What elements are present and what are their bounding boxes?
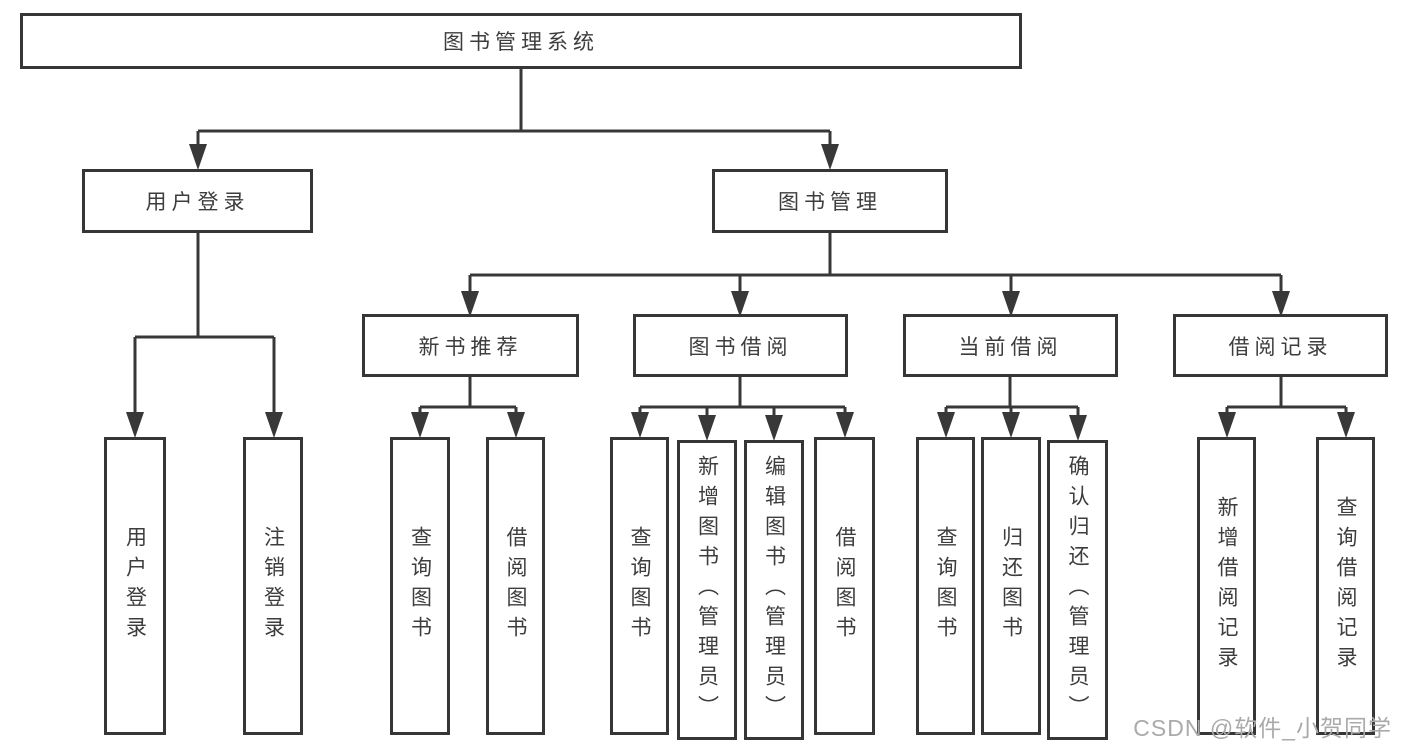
- node-label: 借阅记录: [1228, 335, 1333, 359]
- node-label: 图书管理系统: [443, 31, 599, 54]
- csdn-watermark: CSDN @软件_小贺同学: [1133, 715, 1392, 741]
- leaf-query-borrow-record: 查询借阅记录: [1316, 437, 1375, 735]
- leaf-borrow-books-recommend: 借阅图书: [486, 437, 545, 735]
- node-label: 图书借阅: [688, 335, 793, 359]
- leaf-add-book-admin: 新增图书（管理员）: [677, 440, 737, 740]
- node-label: 新增借阅记录: [1215, 495, 1238, 677]
- node-label: 当前借阅: [958, 335, 1063, 359]
- leaf-user-login: 用户登录: [104, 437, 166, 735]
- node-book-management: 图书管理: [712, 169, 948, 233]
- node-label: 借阅图书: [833, 525, 856, 647]
- node-label: 新增图书（管理员）: [695, 454, 719, 726]
- node-new-book-recommend: 新书推荐: [362, 314, 579, 377]
- leaf-return-book: 归还图书: [981, 437, 1041, 735]
- leaf-borrow-books-borrowing: 借阅图书: [814, 437, 875, 735]
- leaf-edit-book-admin: 编辑图书（管理员）: [744, 440, 804, 740]
- node-label: 新书推荐: [418, 335, 523, 359]
- node-label: 查询图书: [408, 525, 432, 647]
- leaf-logout: 注销登录: [243, 437, 303, 735]
- node-label: 用户登录: [123, 525, 147, 647]
- node-label: 归还图书: [999, 525, 1023, 647]
- node-label: 图书管理: [778, 191, 882, 214]
- node-library-management-system: 图书管理系统: [20, 13, 1022, 69]
- node-label: 确认归还（管理员）: [1066, 454, 1089, 726]
- node-label: 注销登录: [261, 525, 285, 647]
- node-label: 用户登录: [145, 191, 250, 214]
- node-label: 查询借阅记录: [1334, 495, 1357, 677]
- leaf-query-books-current: 查询图书: [916, 437, 975, 735]
- node-current-borrowing: 当前借阅: [903, 314, 1118, 377]
- node-label: 编辑图书（管理员）: [762, 454, 786, 726]
- leaf-add-borrow-record: 新增借阅记录: [1197, 437, 1256, 735]
- node-label: 查询图书: [628, 525, 651, 647]
- leaf-confirm-return-admin: 确认归还（管理员）: [1047, 440, 1108, 740]
- node-user-login: 用户登录: [82, 169, 313, 233]
- leaf-query-books-borrowing: 查询图书: [610, 437, 669, 735]
- node-book-borrowing: 图书借阅: [633, 314, 848, 377]
- leaf-query-books-recommend: 查询图书: [390, 437, 450, 735]
- node-borrowing-records: 借阅记录: [1173, 314, 1388, 377]
- node-label: 借阅图书: [504, 525, 527, 647]
- node-label: 查询图书: [934, 525, 957, 647]
